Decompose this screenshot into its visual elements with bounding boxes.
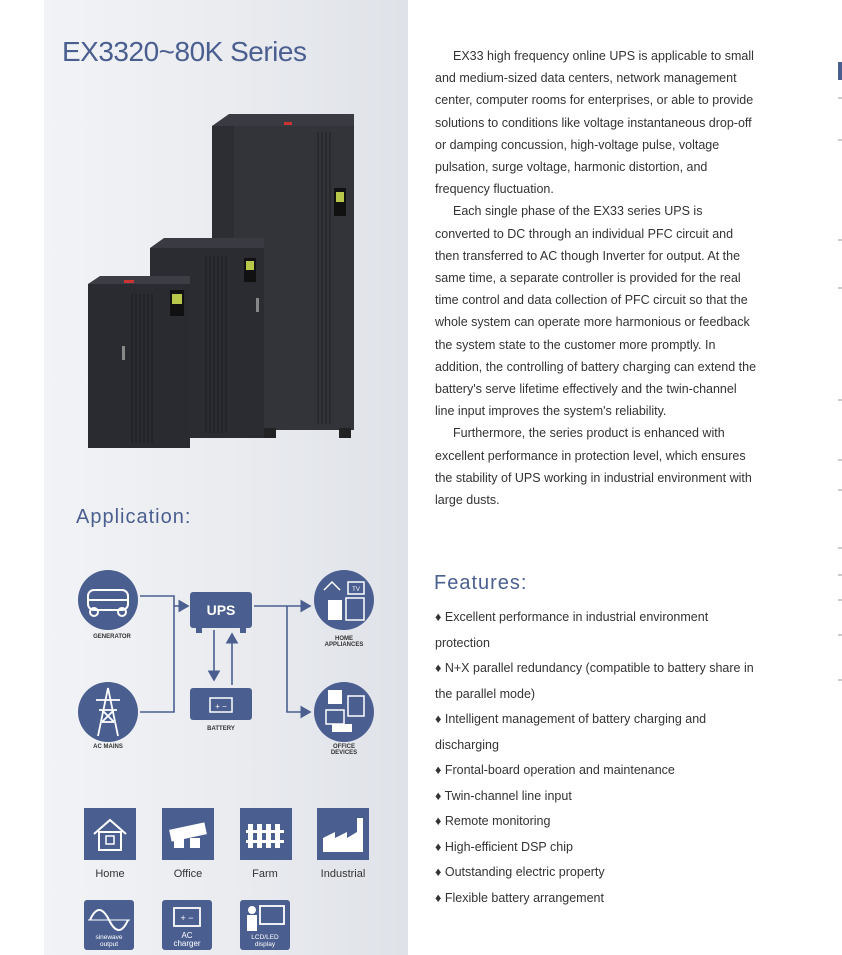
series-title: EX3320~80K Series xyxy=(62,36,307,67)
svg-text:+ −: + − xyxy=(180,913,193,923)
ac-mains-node: AC MAINS xyxy=(78,682,138,750)
adjacent-page-edge xyxy=(838,62,842,681)
home-icon xyxy=(84,808,136,860)
description-paragraph: EX33 high frequency online UPS is applic… xyxy=(435,49,754,197)
svg-text:AC MAINS: AC MAINS xyxy=(93,744,123,750)
svg-text:OFFICE: OFFICE xyxy=(333,744,355,750)
industrial-icon xyxy=(317,808,369,860)
svg-text:BATTERY: BATTERY xyxy=(207,726,235,732)
ups-cabinets-image xyxy=(88,114,354,448)
svg-text:+ −: + − xyxy=(215,702,227,711)
feature-item: ♦ Outstanding electric property xyxy=(435,865,605,879)
battery-node: + − BATTERY xyxy=(190,688,252,732)
application-heading: Application: xyxy=(76,506,192,528)
product-description: EX33 high frequency online UPS is applic… xyxy=(435,45,757,511)
feature-item: ♦ High-efficient DSP chip xyxy=(435,839,573,854)
svg-text:TV: TV xyxy=(352,587,360,593)
application-label-home: Home xyxy=(95,868,125,880)
office-devices-node: OFFICE DEVICES xyxy=(314,682,374,756)
svg-text:HOME: HOME xyxy=(335,636,353,642)
office-icon xyxy=(162,808,214,860)
application-diagram: GENERATOR AC MAINS UPS + − BATTERY TV HO… xyxy=(78,570,374,756)
application-label-office: Office xyxy=(173,868,203,880)
feature-item: ♦ Frontal-board operation and maintenanc… xyxy=(435,763,675,777)
description-paragraph: Furthermore, the series product is enhan… xyxy=(435,426,752,508)
home-appliances-node: TV HOME APPLIANCES xyxy=(314,570,374,648)
application-label-farm: Farm xyxy=(252,868,278,880)
feature-item: ♦ Flexible battery arrangement xyxy=(435,890,604,905)
short-cabinet xyxy=(88,276,190,448)
farm-icon xyxy=(240,808,292,860)
svg-text:APPLIANCES: APPLIANCES xyxy=(325,642,364,648)
description-paragraph: Each single phase of the EX33 series UPS… xyxy=(435,204,757,419)
feature-item: ♦ Twin-channel line input xyxy=(435,788,572,803)
feature-item: ♦ Remote monitoring xyxy=(435,814,551,828)
feature-item: ♦ Intelligent management of battery char… xyxy=(435,712,707,752)
ups-node: UPS xyxy=(190,592,252,633)
svg-text:DEVICES: DEVICES xyxy=(331,750,357,756)
features-list: ♦ Excellent performance in industrial en… xyxy=(435,605,765,911)
application-label-industrial: Industrial xyxy=(320,868,366,880)
feature-item: ♦ N+X parallel redundancy (compatible to… xyxy=(435,661,754,701)
svg-text:GENERATOR: GENERATOR xyxy=(93,634,131,640)
features-heading: Features: xyxy=(434,572,528,594)
svg-text:UPS: UPS xyxy=(207,602,236,618)
generator-node: GENERATOR xyxy=(78,570,138,640)
feature-item: ♦ Excellent performance in industrial en… xyxy=(435,610,709,650)
